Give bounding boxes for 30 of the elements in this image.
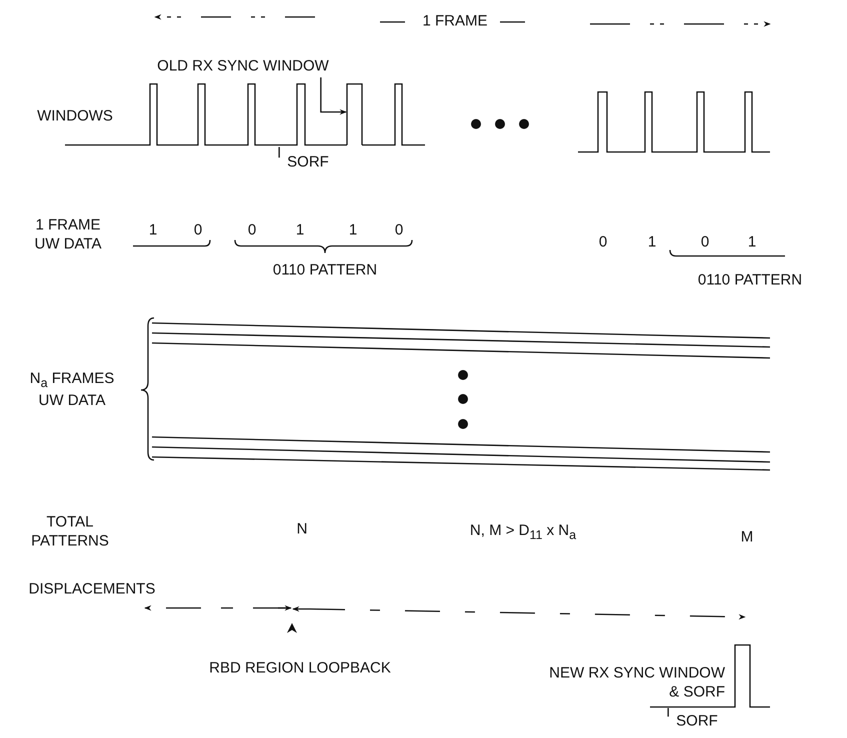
bit-value: 0 xyxy=(394,222,404,240)
row-label: DISPLACEMENTS xyxy=(28,580,156,600)
row-label: N$_{a}$ FRAMES UW DATA xyxy=(28,370,116,410)
row-label: TOTAL PATTERNS xyxy=(30,513,110,551)
window-label: NEW RX SYNC WINDOW & SORF xyxy=(548,664,725,702)
bit-value: 1 xyxy=(296,222,304,240)
bit-value: 0 xyxy=(248,222,256,240)
bit-value: 1 xyxy=(348,222,358,240)
bit-value: 1 xyxy=(648,234,656,252)
region-label: RBD REGION LOOPBACK xyxy=(209,660,391,678)
callout-label: SORF xyxy=(287,154,329,172)
frame-label: 1 FRAME xyxy=(422,12,488,32)
pulse-waveform xyxy=(346,83,363,145)
leader-line xyxy=(278,147,280,158)
bit-value: 1 xyxy=(748,234,756,252)
callout-label: OLD RX SYNC WINDOW xyxy=(157,58,329,76)
inequality-note: N, M > D$_{11}$ x N$_{a}$ xyxy=(470,522,576,544)
bit-value: 0 xyxy=(598,234,608,252)
bit-value: 0 xyxy=(700,234,710,252)
signal-label: WINDOWS xyxy=(37,108,113,126)
callout-label: SORF xyxy=(676,712,718,732)
pattern-count: N xyxy=(296,520,308,540)
pattern-count: M xyxy=(740,528,754,548)
bit-value: 1 xyxy=(148,222,158,240)
pattern-label: 0110 PATTERN xyxy=(272,262,378,280)
pattern-label: 0110 PATTERN xyxy=(698,272,802,290)
leader-line xyxy=(668,708,669,717)
bit-value: 0 xyxy=(194,222,202,240)
leader-line xyxy=(320,77,347,115)
row-label: 1 FRAME UW DATA xyxy=(34,216,102,254)
